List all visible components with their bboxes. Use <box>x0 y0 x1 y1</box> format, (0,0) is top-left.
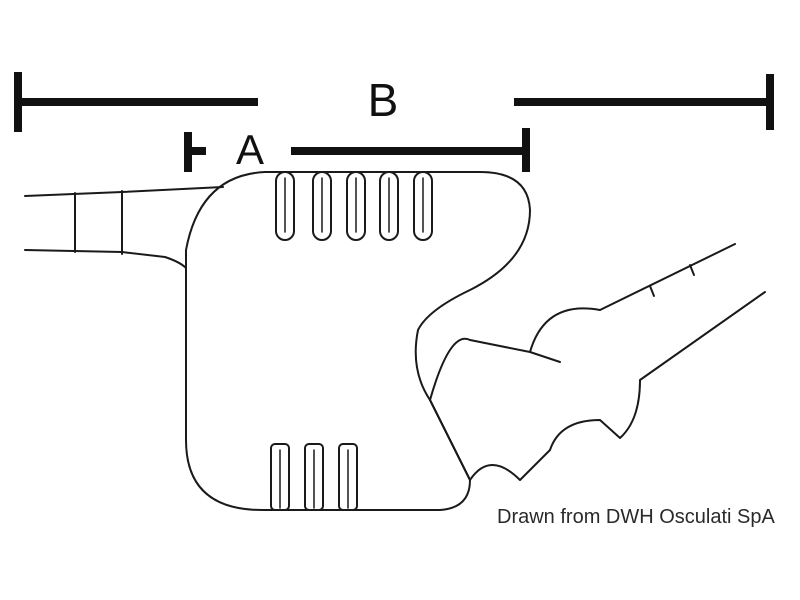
dimension-b-label: B <box>368 74 399 126</box>
inlet-spigot <box>24 186 224 269</box>
dimension-a-label: A <box>236 126 264 173</box>
bottom-fins <box>270 443 358 511</box>
strainer-body <box>185 171 531 511</box>
outlet-connector <box>429 243 766 481</box>
drawing-credit: Drawn from DWH Osculati SpA <box>497 506 775 528</box>
dimension-a: A <box>184 126 530 173</box>
dimension-b: B <box>14 72 774 132</box>
top-fins <box>275 171 433 241</box>
